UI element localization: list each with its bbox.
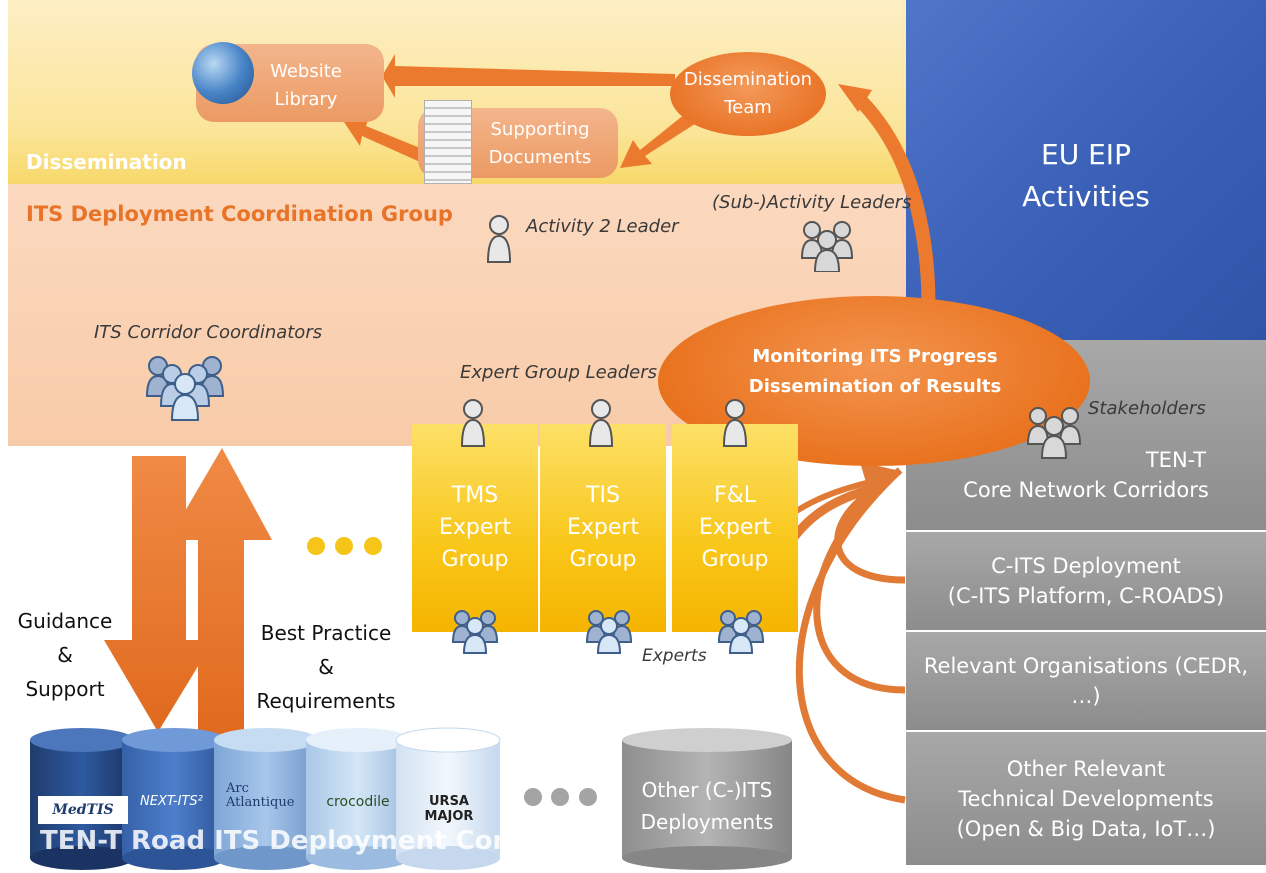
supporting-documents-label: Supporting Documents: [488, 119, 592, 168]
arrow-docs-to-website: [344, 114, 425, 162]
website-library-label: Website Library: [270, 61, 342, 110]
stakeholders-label: Stakeholders: [1088, 398, 1206, 419]
tms-leader-person-icon: [458, 398, 488, 452]
corridors-caption: TEN-T Road ITS Deployment Corridors: [40, 826, 592, 856]
fl-leader-person-icon: [720, 398, 750, 452]
stakeholders-group-icon: [1022, 404, 1086, 464]
experts-label: Experts: [642, 646, 707, 666]
coordination-group-title: ITS Deployment Coordination Group: [26, 202, 453, 226]
ellipsis-dot: [524, 788, 542, 806]
arrow-to-website: [382, 54, 675, 98]
best-practice-label: Best Practice & Requirements: [256, 621, 396, 713]
dissemination-title: Dissemination: [26, 150, 187, 174]
activity-leader-person-icon: [484, 214, 514, 268]
dissemination-team-ellipse: [670, 52, 826, 136]
corridor-coordinators-label: ITS Corridor Coordinators: [94, 322, 323, 343]
corridor-cylinders: [30, 727, 501, 870]
globe-icon: [192, 42, 254, 104]
arc-atlantique-logo: Arc Atlantique: [226, 781, 295, 810]
arrow-guidance-down: [104, 456, 214, 732]
corridor-coordinators-group-icon: [144, 352, 226, 426]
fl-experts-group-icon: [716, 608, 766, 658]
eu-eip-activities-panel: [906, 0, 1266, 340]
other-deployments-cylinder: [622, 728, 792, 870]
medtis-logo: MedTIS: [38, 796, 128, 824]
ellipsis-dot: [307, 537, 325, 555]
eu-eip-label: EU EIP Activities: [1022, 138, 1150, 213]
other-deployments-label: Other (C-)ITS Deployments: [640, 778, 774, 834]
ursa-major-logo: URSA MAJOR: [424, 794, 474, 824]
arrow-best-practice-up: [168, 448, 272, 736]
tis-expert-group: TIS Expert Group: [540, 424, 666, 632]
cylinder-crocodile: [306, 728, 410, 870]
sub-activity-leaders-label: (Sub-)Activity Leaders: [712, 192, 912, 213]
crocodile-logo: crocodile: [326, 794, 390, 810]
ellipsis-dot: [335, 537, 353, 555]
fl-expert-group: F&L Expert Group: [672, 424, 798, 632]
c-its-deployment-box: C-ITS Deployment (C-ITS Platform, C-ROAD…: [906, 530, 1266, 630]
cylinder-arc-atlantique: [214, 728, 318, 870]
sub-activity-leaders-group-icon: [796, 218, 858, 276]
monitoring-label: Monitoring ITS Progress Dissemination of…: [748, 346, 1002, 397]
ellipsis-dot: [364, 537, 382, 555]
document-icon: [424, 100, 472, 184]
expert-group-leaders-label: Expert Group Leaders: [460, 362, 658, 383]
dissemination-team-label: Dissemination Team: [683, 69, 813, 118]
other-developments-box: Other Relevant Technical Developments (O…: [906, 730, 1266, 865]
cylinder-nextits: [122, 728, 226, 870]
tis-leader-person-icon: [586, 398, 616, 452]
nextits-logo: NEXT-ITS²: [140, 794, 203, 809]
guidance-support-label: Guidance & Support: [17, 609, 113, 701]
cylinder-ursa-major: [395, 727, 501, 870]
ellipsis-dot: [551, 788, 569, 806]
relevant-organisations-box: Relevant Organisations (CEDR, …): [906, 630, 1266, 730]
arrow-to-documents: [620, 110, 698, 168]
tms-experts-group-icon: [450, 608, 500, 658]
tis-experts-group-icon: [584, 608, 634, 658]
tms-expert-group: TMS Expert Group: [412, 424, 538, 632]
activity-leader-label: Activity 2 Leader: [526, 216, 679, 237]
ellipsis-dot: [579, 788, 597, 806]
